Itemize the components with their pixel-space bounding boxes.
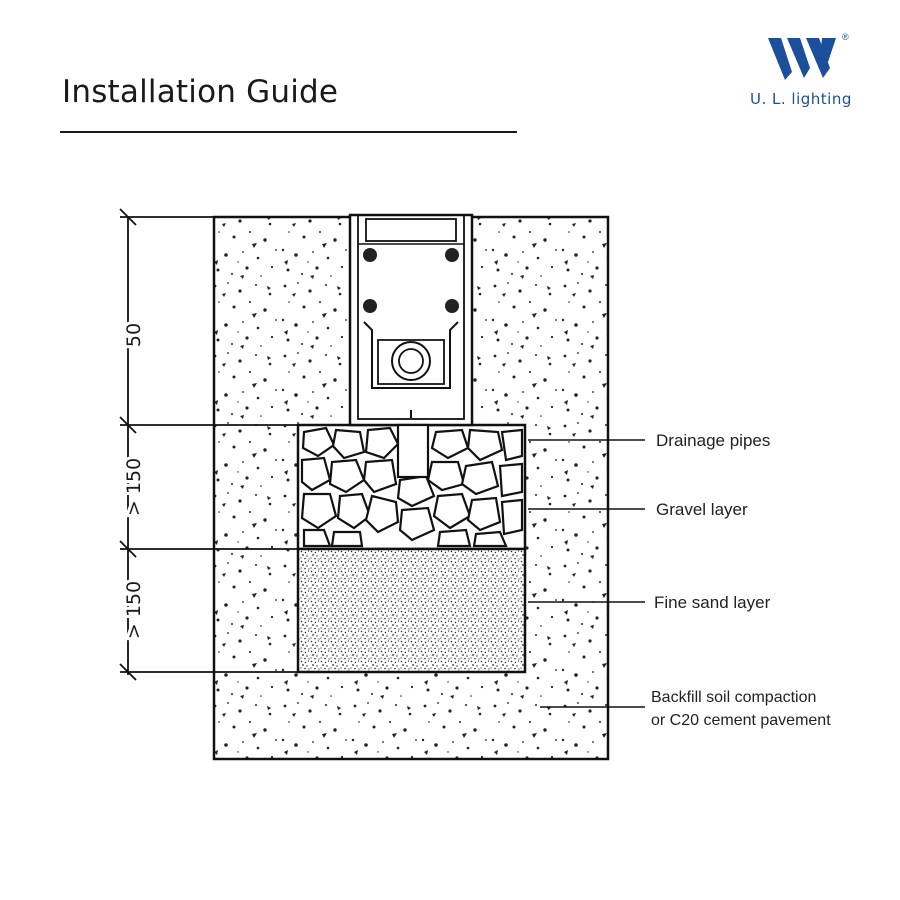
page-title: Installation Guide bbox=[62, 74, 339, 110]
light-fixture-profile bbox=[348, 213, 474, 427]
drainage-pipe bbox=[396, 423, 430, 479]
title-underline bbox=[60, 131, 517, 133]
dimension-label-middle: > 150 bbox=[123, 458, 145, 516]
label-drainage-pipes: Drainage pipes bbox=[656, 431, 770, 450]
dimension-label-top: 50 bbox=[123, 323, 145, 347]
w-logo-icon bbox=[768, 38, 836, 80]
gravel-layer bbox=[296, 423, 527, 551]
callout-leaders bbox=[528, 439, 645, 708]
dimension-label-bottom: > 150 bbox=[123, 581, 145, 639]
brand-logo: ® U. L. lighting bbox=[746, 30, 876, 112]
label-backfill-line2: or C20 cement pavement bbox=[651, 712, 831, 729]
dimension-lines bbox=[119, 208, 350, 681]
registered-mark: ® bbox=[842, 32, 849, 42]
label-fine-sand-layer: Fine sand layer bbox=[654, 593, 771, 612]
label-gravel-layer: Gravel layer bbox=[656, 500, 748, 519]
brand-name: U. L. lighting bbox=[750, 90, 852, 108]
fine-sand-layer bbox=[296, 547, 527, 674]
label-backfill-line1: Backfill soil compaction bbox=[651, 689, 816, 706]
